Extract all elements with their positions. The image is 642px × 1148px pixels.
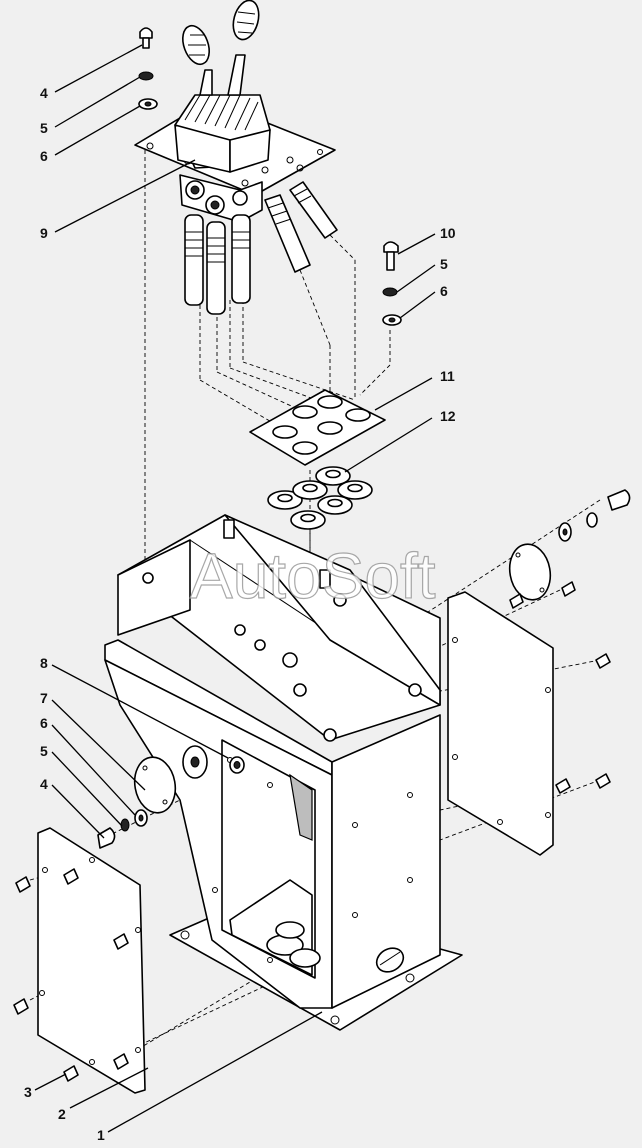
callout-6: 6 bbox=[40, 148, 48, 164]
callout-7: 7 bbox=[40, 690, 48, 706]
cover-plate-7-right bbox=[508, 543, 552, 601]
callout-4: 4 bbox=[40, 776, 48, 792]
lock-washer-5-right bbox=[382, 287, 398, 297]
side-cover-panel-left bbox=[37, 827, 146, 1094]
callout-2: 2 bbox=[58, 1106, 66, 1122]
callout-6: 6 bbox=[440, 283, 448, 299]
bolt-10 bbox=[383, 241, 399, 271]
watermark-text: AutoSoft bbox=[190, 540, 436, 612]
callout-12: 12 bbox=[440, 408, 456, 424]
callout-labels: 4 5 6 9 10 5 6 11 12 8 7 6 5 4 3 2 1 bbox=[24, 85, 456, 1143]
leader-lines bbox=[34, 44, 436, 1133]
lock-washer-5-upper bbox=[138, 71, 154, 81]
callout-10: 10 bbox=[440, 225, 456, 241]
callout-11: 11 bbox=[440, 368, 455, 384]
side-cover-panel-right bbox=[447, 591, 554, 856]
left-fasteners bbox=[13, 809, 148, 1082]
callout-3: 3 bbox=[24, 1084, 32, 1100]
joystick-control-block bbox=[134, 0, 338, 315]
gasket-8 bbox=[182, 745, 245, 779]
grommet-set-12 bbox=[267, 466, 373, 530]
right-fasteners bbox=[509, 489, 631, 794]
callout-8: 8 bbox=[40, 655, 48, 671]
callout-5: 5 bbox=[40, 120, 48, 136]
gasket-11 bbox=[249, 389, 386, 466]
cover-plate-7-left bbox=[133, 756, 177, 814]
callout-5: 5 bbox=[440, 256, 448, 272]
callout-6: 6 bbox=[40, 715, 48, 731]
callout-4: 4 bbox=[40, 85, 48, 101]
callout-1: 1 bbox=[97, 1127, 105, 1143]
callout-5: 5 bbox=[40, 743, 48, 759]
housing-1 bbox=[104, 514, 463, 1031]
callout-9: 9 bbox=[40, 225, 48, 241]
bolt-4-upper bbox=[139, 27, 153, 49]
